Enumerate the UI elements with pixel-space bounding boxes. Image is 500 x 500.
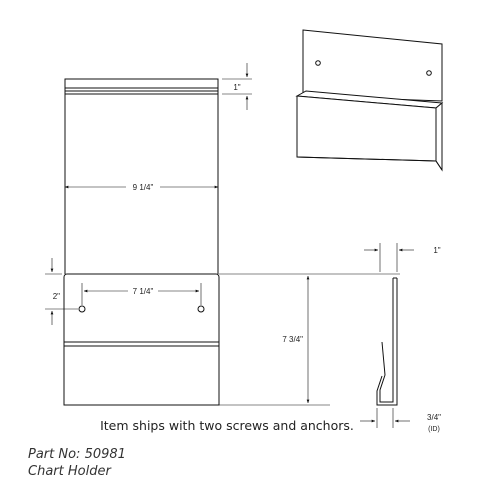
isometric-view (295, 29, 444, 172)
iso-pocket-side (435, 101, 443, 172)
side-view (376, 277, 398, 406)
front-screw-hole-right (197, 305, 205, 313)
dim-overall-height: 7 3/4" (282, 335, 303, 344)
shipping-note: Item ships with two screws and anchors. (100, 418, 354, 433)
iso-screw-hole-left (315, 60, 321, 66)
dim-pocket-depth: 3/4" (427, 413, 441, 422)
iso-back-panel (302, 29, 443, 102)
top-view-outline (64, 80, 219, 274)
dim-pocket-depth-note: (ID) (428, 426, 440, 433)
front-view (63, 273, 220, 406)
top-view-lip (64, 78, 219, 95)
side-back-wall (379, 278, 394, 403)
top-view (64, 78, 219, 274)
dim-mount-offset: 2" (53, 292, 60, 301)
iso-screw-hole-right (426, 70, 432, 76)
dim-overall-width: 9 1/4" (133, 183, 154, 192)
dim-hole-spacing: 7 1/4" (133, 287, 154, 296)
front-screw-hole-left (78, 305, 86, 313)
iso-pocket-front (296, 95, 437, 162)
dim-side-thickness: 1" (433, 246, 440, 255)
dim-top-lip: 1" (233, 83, 240, 92)
product-name: Chart Holder (28, 464, 111, 479)
iso-bottom-edge (296, 156, 443, 171)
front-pocket (63, 341, 220, 406)
part-number: Part No: 50981 (28, 447, 126, 462)
